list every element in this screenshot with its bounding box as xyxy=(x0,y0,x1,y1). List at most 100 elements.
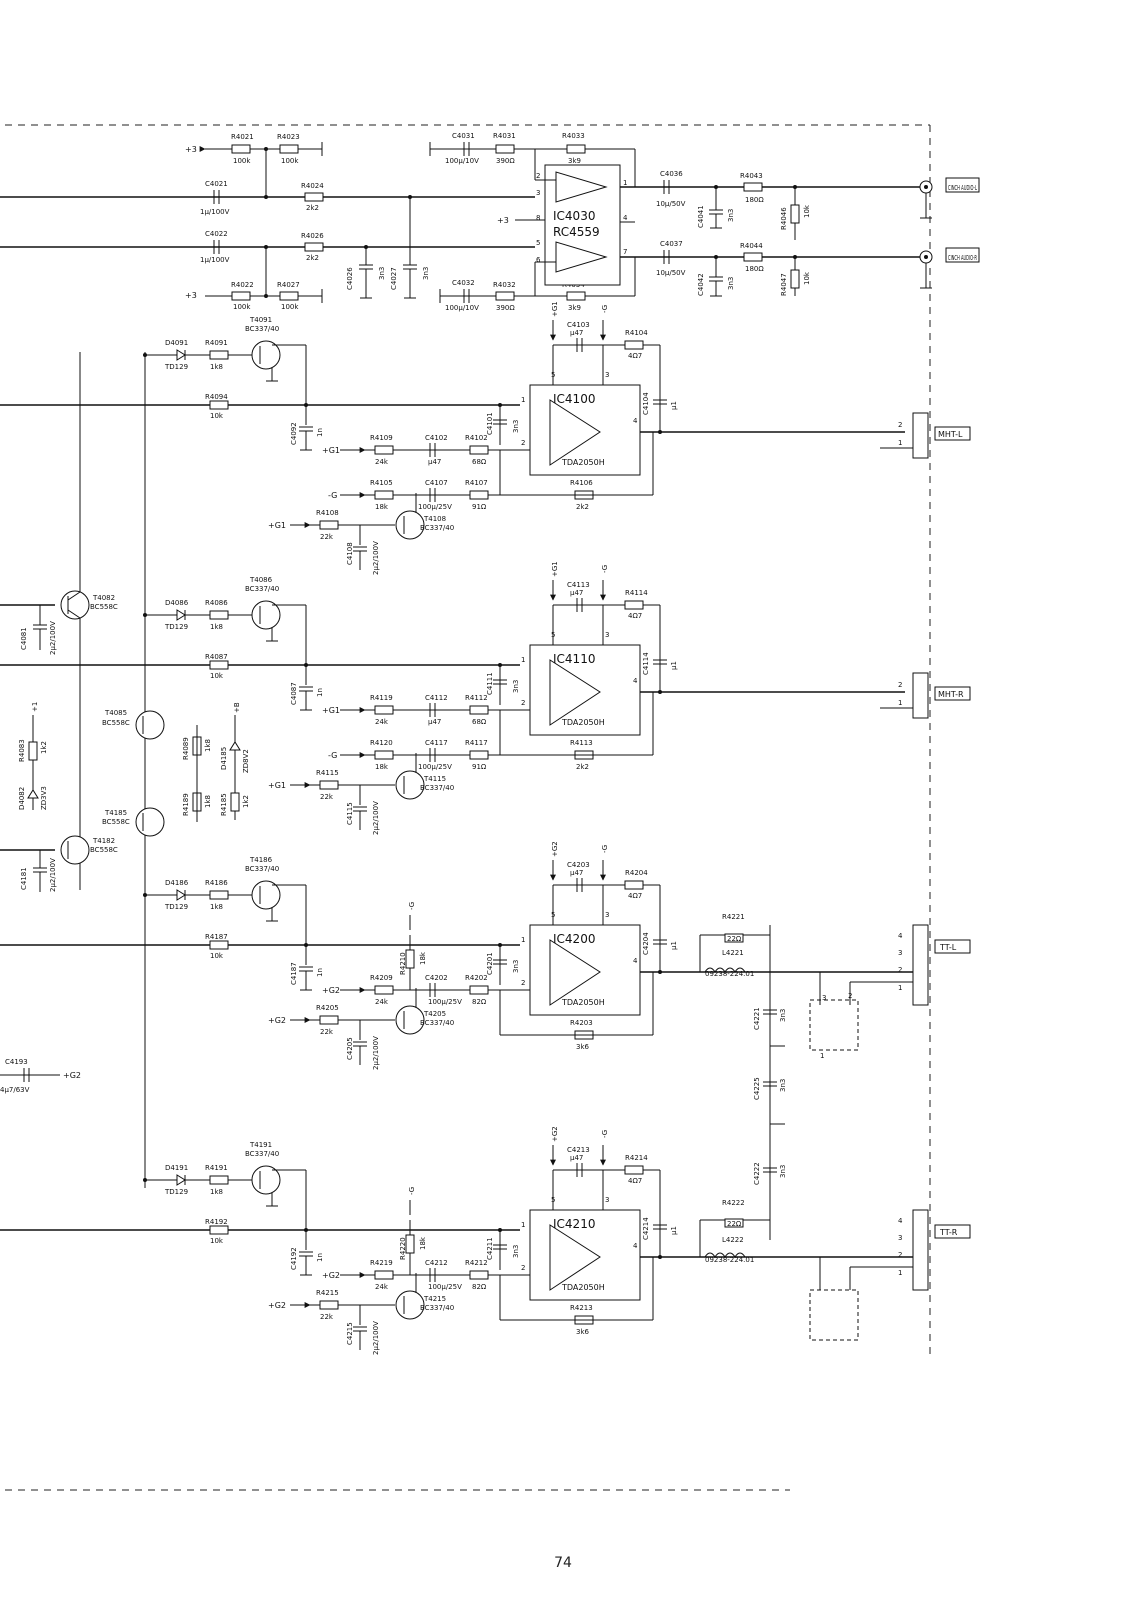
output-label: MHT-R xyxy=(938,690,964,699)
component-label: 1n xyxy=(316,428,324,437)
resistor xyxy=(319,1300,339,1310)
component-label: R4112 xyxy=(465,694,488,702)
component-ref: T4205 xyxy=(423,1010,446,1018)
resistor xyxy=(624,880,644,890)
tt-filter-section: R4221 22Ω L4221 09238-224.01 R4222 22Ω L… xyxy=(705,913,859,1341)
ref-label: R4023 xyxy=(277,133,300,141)
component-label: 18k xyxy=(375,763,389,771)
ref-label: R4089 xyxy=(182,737,190,760)
component-label: 82Ω xyxy=(472,998,487,1006)
pin-label: 8 xyxy=(536,214,540,222)
value-label: 1k2 xyxy=(40,741,48,754)
component-value: BC337/40 xyxy=(420,524,454,532)
ref-label: R4033 xyxy=(562,132,585,140)
value-label: 2µ2/100V xyxy=(49,858,57,892)
value-label: 1k8 xyxy=(204,739,212,752)
value-label: 22Ω xyxy=(727,935,742,943)
pin-label: 1 xyxy=(521,936,525,944)
pin-label: 4 xyxy=(898,932,903,940)
component-label: R4094 xyxy=(205,393,228,401)
pin-label: 1 xyxy=(521,656,525,664)
component-label: R4106 xyxy=(570,479,593,487)
rail-label: +3 xyxy=(185,291,197,300)
pin-label: 3 xyxy=(898,949,902,957)
ref-label: C4193 xyxy=(5,1058,28,1066)
value-label: 100µ/10V xyxy=(445,157,479,165)
ref-label: L4222 xyxy=(722,1236,744,1244)
resistor xyxy=(374,1270,394,1280)
resistor xyxy=(469,750,489,760)
component-label: 100µ/25V xyxy=(418,503,452,511)
ref-label: C4181 xyxy=(20,867,28,890)
component-label: C4087 xyxy=(290,682,298,705)
transistor-symbol xyxy=(251,340,281,370)
component-ref: T4115 xyxy=(423,775,446,783)
component-label: µ1 xyxy=(670,941,678,950)
junction xyxy=(498,943,502,947)
component-label: 100µ/25V xyxy=(428,998,462,1006)
component-label: R4212 xyxy=(465,1259,488,1267)
ref-label: R4026 xyxy=(301,232,324,240)
value-label: 180Ω xyxy=(745,196,764,204)
component-label: R4105 xyxy=(370,479,393,487)
rail-label: -G xyxy=(601,565,609,573)
component-label: R4219 xyxy=(370,1259,393,1267)
resistor xyxy=(209,890,229,900)
component-value: BC337/40 xyxy=(245,865,279,873)
component-label: 1k8 xyxy=(210,363,223,371)
component-label: R4114 xyxy=(625,589,648,597)
output-label-box xyxy=(934,1224,971,1239)
component-label: 22k xyxy=(320,1313,334,1321)
diode-symbol xyxy=(176,889,186,901)
ref-label: R4021 xyxy=(231,133,254,141)
component-label: 3k6 xyxy=(576,1328,590,1336)
value-label: 100k xyxy=(281,303,299,311)
ref-label: R4046 xyxy=(780,207,788,230)
value-label: BC558C xyxy=(90,603,118,611)
ref-label: R4024 xyxy=(301,182,324,190)
component-label: C4101 xyxy=(486,412,494,435)
component-value: BC337/40 xyxy=(245,585,279,593)
ref-label: T4182 xyxy=(92,837,115,845)
ref-label: C4042 xyxy=(697,273,705,296)
component-label: R4191 xyxy=(205,1164,228,1172)
value-label: 100k xyxy=(281,157,299,165)
component-label: 1n xyxy=(316,968,324,977)
pin-label: 3 xyxy=(536,189,540,197)
output-label: TT-R xyxy=(939,1228,958,1237)
ref-label: R4044 xyxy=(740,242,763,250)
component-label: 91Ω xyxy=(472,763,487,771)
rail-label: +G1 xyxy=(551,561,559,577)
component-label: 82Ω xyxy=(472,1283,487,1291)
pin-label: 4 xyxy=(633,957,638,965)
component-label: 2µ2/100V xyxy=(372,1036,380,1070)
ref-label: R4221 xyxy=(722,913,745,921)
rail-label: +B xyxy=(233,702,241,713)
component-label: µ1 xyxy=(670,401,678,410)
component-label: R4113 xyxy=(570,739,593,747)
rail-label: -G xyxy=(408,902,416,910)
rail-label: +G1 xyxy=(322,706,340,715)
component-label: R4220 xyxy=(399,1237,407,1260)
pin-label: 3 xyxy=(605,911,609,919)
value-label: 10µ/50V xyxy=(656,269,686,277)
pin-label: 1 xyxy=(898,984,902,992)
pin-label: 2 xyxy=(536,172,540,180)
component-label: µ47 xyxy=(570,589,583,597)
ic-name: IC4110 xyxy=(553,652,595,666)
component-label: 2µ2/100V xyxy=(372,801,380,835)
resistor xyxy=(469,490,489,500)
value-label: ZD8V2 xyxy=(242,749,250,773)
component-label: 3n3 xyxy=(512,680,520,693)
component-label: 24k xyxy=(375,998,389,1006)
ic-type: RC4559 xyxy=(553,225,600,239)
pin-label: 4 xyxy=(623,214,628,222)
value-label: 1k8 xyxy=(204,795,212,808)
pin-label: 7 xyxy=(623,248,627,256)
rail-label: -G xyxy=(328,751,337,760)
transistor-symbol xyxy=(251,600,281,630)
component-label: 4Ω7 xyxy=(628,352,642,360)
component-label: C4212 xyxy=(425,1259,448,1267)
